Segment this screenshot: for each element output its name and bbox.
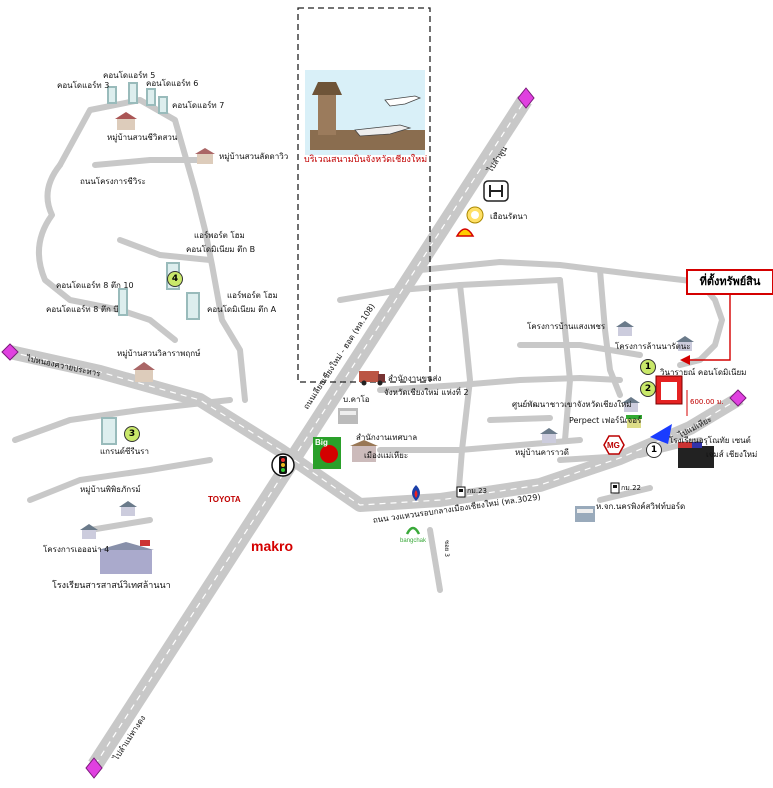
hotel-icon	[678, 442, 714, 468]
place-label: แอร์พอร์ต โฮม	[194, 231, 245, 240]
place-label: โครงการบ้านแสงเพชร	[527, 322, 606, 331]
minor-roads	[12, 97, 725, 593]
mg-label: MG	[607, 441, 620, 450]
truck-icon	[359, 371, 385, 386]
house-icon	[80, 524, 98, 539]
ptt-logo-icon	[412, 485, 420, 501]
grand-serene-icon	[101, 417, 117, 445]
office-icon	[338, 408, 358, 424]
target-pointer	[686, 291, 731, 361]
road-label-soi: ซอย 3	[443, 540, 450, 557]
place-label: แอร์พอร์ต โฮม	[227, 291, 278, 300]
shell-logo-icon	[455, 228, 475, 237]
highway-108	[88, 95, 532, 770]
badge-4: 4	[167, 271, 183, 287]
place-label: โครงการล้านนารัตนะ	[615, 342, 691, 351]
place-label: เจมส์ เชียงใหม่	[706, 450, 758, 459]
place-label: สำนักงานขนส่ง	[388, 374, 442, 383]
km-label: กม.22	[621, 484, 641, 492]
place-label: หมู่บ้านสวนชีวิตสวน	[107, 133, 178, 142]
atm-icon	[456, 486, 466, 498]
atm-icon	[610, 482, 620, 494]
direction-arrow-icon	[650, 424, 672, 444]
bigc-label: Big	[315, 438, 328, 447]
airport-label: บริเวณสนามบินจังหวัดเชียงใหม่	[304, 155, 428, 165]
place-label: คอนโดแอร์ท 8 ตึก 10	[56, 281, 134, 290]
condo-3-icon	[107, 86, 117, 104]
road-end-arrows	[1, 87, 747, 779]
target-pointer-head	[680, 355, 690, 365]
mini-shop-icon	[626, 415, 642, 428]
toyota-logo: TOYOTA	[208, 495, 241, 504]
makro-logo: makro	[251, 538, 294, 554]
restaurant-icon	[466, 206, 484, 224]
place-label: สำนักงานเทศบาล	[356, 433, 418, 442]
place-label: หมู่บ้านสวนวิลาราพฤกษ์	[117, 349, 201, 358]
school-icon	[98, 540, 154, 574]
target-building-icon	[655, 375, 683, 405]
place-label: ห.จก.นครพิงค์สวิฟท์บอร์ด	[596, 502, 686, 511]
bangchak-label: bangchak	[400, 538, 427, 544]
badge-3: 3	[124, 426, 140, 442]
badge-1: 1	[640, 359, 656, 375]
house-icon	[133, 362, 155, 382]
distance-label: 600.00 ม.	[690, 398, 724, 406]
house-icon	[119, 501, 137, 516]
airport-home-a-icon	[186, 292, 200, 320]
house-icon	[622, 397, 640, 412]
place-label: โรงเรียนอรุโณทัย เซนต์	[669, 436, 751, 445]
office-icon	[575, 506, 595, 522]
place-label: หมู่บ้านพิพิธภักรม์	[80, 485, 141, 494]
place-label: คอนโดมิเนียม ตึก B	[186, 245, 256, 254]
place-label: วินารายณ์ คอนโดมิเนียม	[660, 368, 747, 377]
office-icon	[350, 440, 378, 462]
place-label: คอนโดแอร์ท 8 ตึก บี	[46, 305, 119, 314]
place-label: คอนโดมิเนียม ตึก A	[207, 305, 277, 314]
house-icon	[616, 321, 634, 336]
house-icon	[540, 428, 558, 443]
place-label: หมู่บ้านคาราวดี	[515, 448, 569, 457]
place-label: ศูนย์พัฒนาชาวเขาจังหวัดเชียงใหม่	[512, 400, 632, 409]
traffic-light-icon	[271, 453, 295, 477]
place-label: จังหวัดเชียงใหม่ แห่งที่ 2	[384, 388, 469, 397]
house-icon	[115, 112, 137, 130]
condo-6-icon	[146, 88, 156, 106]
house-icon	[195, 148, 215, 164]
bigc-logo-icon	[313, 437, 341, 469]
badge-1-road: 1	[646, 442, 662, 458]
property-location-label: ที่ตั้งทรัพย์สิน	[686, 269, 773, 295]
condo-5-icon	[128, 82, 138, 104]
place-label: โรงเรียนสารสาสน์วิเทศล้านนา	[52, 581, 171, 591]
mg-logo-icon	[603, 435, 625, 455]
place-label: เมืองแม่เหียะ	[364, 451, 409, 460]
place-label: คอนโดแอร์ท 7	[172, 101, 225, 110]
badge-2: 2	[640, 381, 656, 397]
place-label: แกรนด์ซีรีนรา	[100, 447, 149, 456]
km-label: กม.23	[467, 487, 487, 495]
bangchak-logo-icon	[405, 526, 421, 535]
honda-logo-icon	[483, 180, 509, 202]
condo-8-icon	[118, 288, 128, 316]
road-label: ถนนโครงการชีวิระ	[80, 177, 146, 186]
place-label: บ.คาโอ	[343, 395, 370, 404]
place-label: โครงการเอออน่า 4	[43, 545, 110, 554]
place-label: Perpect เฟอร์นิเจอร์	[569, 416, 642, 425]
house-icon	[676, 336, 694, 351]
place-label: คอนโดแอร์ท 5	[103, 71, 156, 80]
condo-7-icon	[158, 96, 168, 114]
place-label: เฮือนรัตนา	[490, 212, 528, 221]
place-label: หมู่บ้านสวนลัดดาวิว	[219, 152, 289, 161]
airport-illustration	[305, 70, 425, 155]
place-label: คอนโดแอร์ท 6	[146, 79, 199, 88]
place-label: คอนโดแอร์ท 3	[57, 81, 110, 90]
